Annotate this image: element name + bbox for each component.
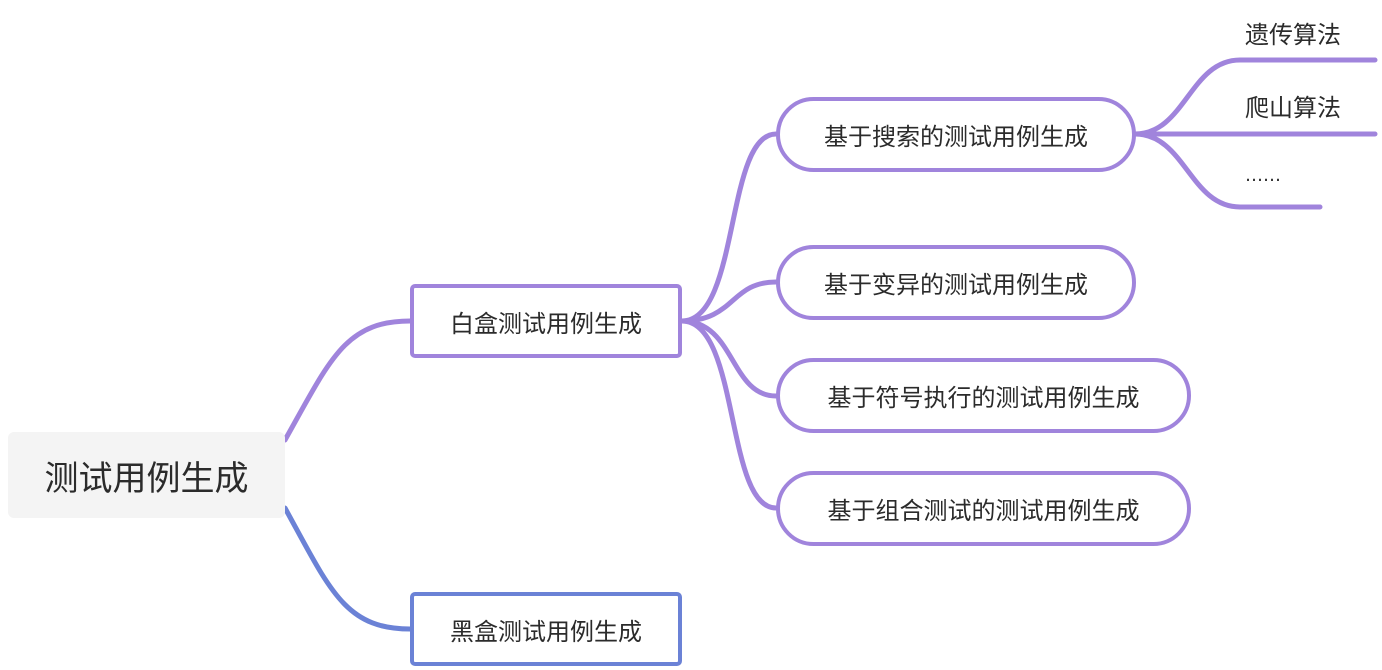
whitebox-node[interactable]: 白盒测试用例生成 <box>410 284 682 358</box>
search-based-node[interactable]: 基于搜索的测试用例生成 <box>776 97 1136 172</box>
connector-white-mutation <box>679 279 779 324</box>
connector-white-combinatorial <box>679 318 779 511</box>
connector-search-genetic <box>1132 57 1378 137</box>
connector-root-white <box>282 318 413 443</box>
root-node[interactable]: 测试用例生成 <box>8 432 285 518</box>
connector-white-search <box>679 131 779 324</box>
more-leaf[interactable]: …… <box>1245 165 1281 186</box>
symbolic-execution-node[interactable]: 基于符号执行的测试用例生成 <box>776 358 1191 433</box>
connector-white-symbolic <box>679 318 779 399</box>
hill-climbing-leaf[interactable]: 爬山算法 <box>1245 94 1341 122</box>
connector-root-black <box>282 505 413 632</box>
connector-search-more <box>1132 131 1323 210</box>
blackbox-node[interactable]: 黑盒测试用例生成 <box>410 592 682 666</box>
genetic-algorithm-leaf[interactable]: 遗传算法 <box>1245 21 1341 49</box>
mutation-based-node[interactable]: 基于变异的测试用例生成 <box>776 245 1136 320</box>
combinatorial-testing-node[interactable]: 基于组合测试的测试用例生成 <box>776 471 1191 546</box>
